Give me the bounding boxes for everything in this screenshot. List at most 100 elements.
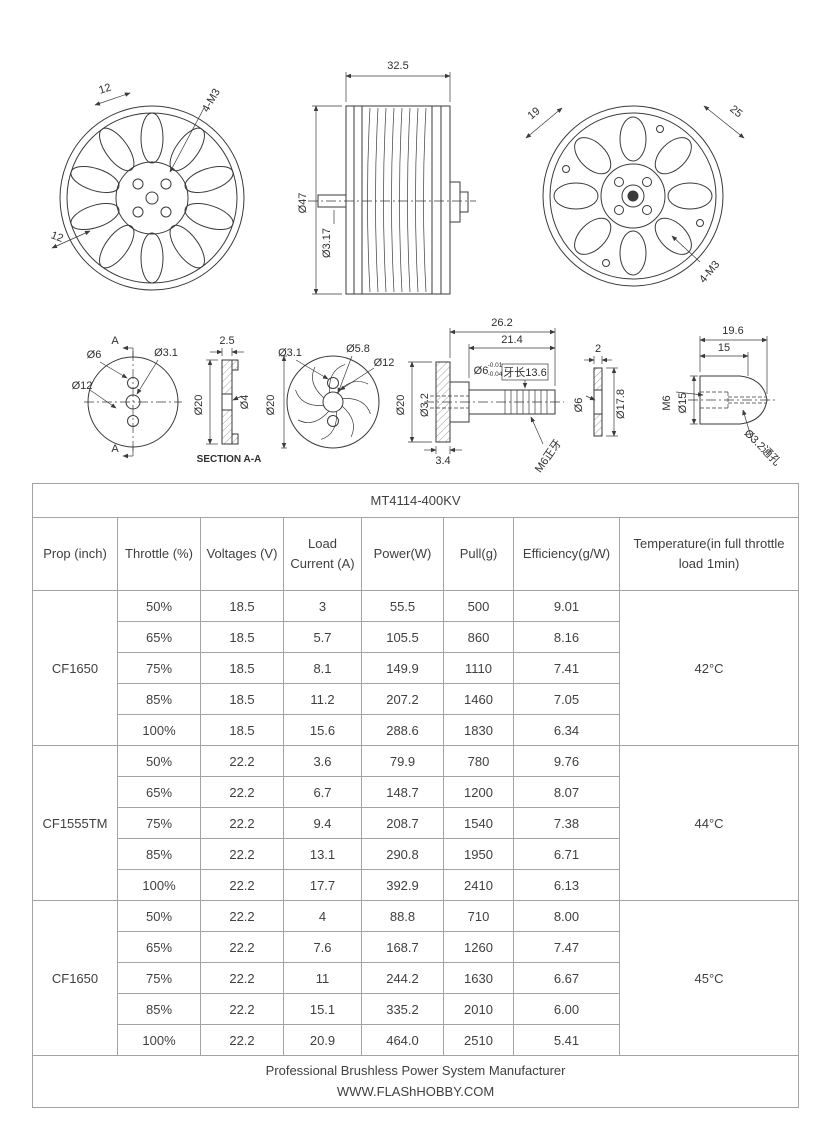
efficiency-cell: 7.05 xyxy=(513,683,620,715)
power-cell: 79.9 xyxy=(361,745,444,777)
efficiency-cell: 9.76 xyxy=(513,745,620,777)
power-cell: 464.0 xyxy=(361,1024,444,1056)
pull-cell: 780 xyxy=(443,745,514,777)
mount-dim-hole-b: Ø3.1 xyxy=(154,347,178,359)
prop-cell: CF1650 xyxy=(32,590,118,746)
power-cell: 335.2 xyxy=(361,993,444,1025)
voltage-cell: 22.2 xyxy=(200,745,284,777)
throttle-cell: 65% xyxy=(117,931,201,963)
power-cell: 149.9 xyxy=(361,652,444,684)
throttle-cell: 75% xyxy=(117,962,201,994)
current-cell: 13.1 xyxy=(283,838,362,870)
efficiency-cell: 9.01 xyxy=(513,590,620,622)
throttle-cell: 50% xyxy=(117,590,201,622)
washer-dim-thickness: 2 xyxy=(595,343,601,355)
side-dim-diameter: Ø47 xyxy=(297,193,309,214)
current-cell: 8.1 xyxy=(283,652,362,684)
pull-cell: 710 xyxy=(443,900,514,932)
adapter-bottom-view-drawing xyxy=(281,355,380,449)
table-footer: Professional Brushless Power System Manu… xyxy=(31,1055,800,1108)
shaft-tol-lower: -0.04 xyxy=(488,371,503,378)
temperature-cell: 44°C xyxy=(618,745,800,901)
shaft-dim-thread-length: 牙长13.6 xyxy=(503,366,546,379)
table-row: 65% 22.2 7.6 168.7 1260 7.47 xyxy=(33,931,799,963)
front-dim-pitch-top: 12 xyxy=(97,82,112,97)
power-cell: 290.8 xyxy=(361,838,444,870)
table-row: 75% 22.2 9.4 208.7 1540 7.38 xyxy=(33,807,799,839)
col-header-pull: Pull(g) xyxy=(443,517,514,591)
efficiency-cell: 6.67 xyxy=(513,962,620,994)
current-cell: 20.9 xyxy=(283,1024,362,1056)
power-cell: 288.6 xyxy=(361,714,444,746)
table-row: 75% 22.2 11 244.2 1630 6.67 xyxy=(33,962,799,994)
col-header-throttle: Throttle (%) xyxy=(117,517,201,591)
shaft-dim-flange: Ø20 xyxy=(395,395,407,416)
washer-dim-outer: Ø17.8 xyxy=(615,389,627,419)
side-view-drawing xyxy=(308,72,476,295)
throttle-cell: 50% xyxy=(117,745,201,777)
efficiency-cell: 8.00 xyxy=(513,900,620,932)
table-row: 65% 18.5 5.7 105.5 860 8.16 xyxy=(33,621,799,653)
nut-dim-total: 19.6 xyxy=(722,325,743,337)
current-cell: 5.7 xyxy=(283,621,362,653)
power-cell: 168.7 xyxy=(361,931,444,963)
shaft-dim-thread: M6正牙 xyxy=(533,438,564,475)
side-dim-shaft: Ø3.17 xyxy=(321,228,333,258)
current-cell: 17.7 xyxy=(283,869,362,901)
power-cell: 105.5 xyxy=(361,621,444,653)
current-cell: 15.1 xyxy=(283,993,362,1025)
voltage-cell: 22.2 xyxy=(200,900,284,932)
adapter-dim-hole-b: Ø5.8 xyxy=(346,343,370,355)
pull-cell: 1460 xyxy=(443,683,514,715)
power-cell: 208.7 xyxy=(361,807,444,839)
shaft-tol-upper: -0.01 xyxy=(488,362,503,369)
power-cell: 88.8 xyxy=(361,900,444,932)
prop-cell: CF1650 xyxy=(32,900,118,1056)
throttle-cell: 65% xyxy=(117,776,201,808)
col-header-prop: Prop (inch) xyxy=(32,517,118,591)
power-cell: 392.9 xyxy=(361,869,444,901)
col-header-voltage: Voltages (V) xyxy=(200,517,284,591)
shaft-dim-hole: Ø3.2 xyxy=(419,393,431,417)
throttle-cell: 85% xyxy=(117,683,201,715)
mount-dim-bolt-circle: Ø12 xyxy=(72,380,93,392)
voltage-cell: 22.2 xyxy=(200,993,284,1025)
efficiency-cell: 5.41 xyxy=(513,1024,620,1056)
back-dim-spacing-a: 19 xyxy=(526,105,543,122)
col-header-temperature: Temperature(in full throttle load 1min) xyxy=(618,517,800,591)
shaft-dim-flange-thickness: 3.4 xyxy=(435,455,450,467)
pull-cell: 1260 xyxy=(443,931,514,963)
section-dim-hole: Ø4 xyxy=(239,395,251,410)
throttle-cell: 100% xyxy=(117,1024,201,1056)
current-cell: 11 xyxy=(283,962,362,994)
nut-dim-hole: Ø3.2通孔 xyxy=(742,427,784,469)
table-row: 100% 22.2 17.7 392.9 2410 6.13 xyxy=(33,869,799,901)
table-row: 65% 22.2 6.7 148.7 1200 8.07 xyxy=(33,776,799,808)
prop-nut-view-drawing xyxy=(675,336,778,441)
prop-cell: CF1555TM xyxy=(32,745,118,901)
pull-cell: 1830 xyxy=(443,714,514,746)
pull-cell: 1540 xyxy=(443,807,514,839)
adapter-dim-outer: Ø20 xyxy=(265,395,277,416)
efficiency-cell: 8.16 xyxy=(513,621,620,653)
footer-manufacturer-text: Professional Brushless Power System Manu… xyxy=(265,1063,566,1079)
mount-section-view-drawing xyxy=(206,348,244,445)
col-header-current: Load Current (A) xyxy=(283,517,362,591)
col-header-power: Power(W) xyxy=(361,517,444,591)
current-cell: 4 xyxy=(283,900,362,932)
throttle-cell: 100% xyxy=(117,869,201,901)
section-letter-top: A xyxy=(111,335,119,347)
voltage-cell: 22.2 xyxy=(200,1024,284,1056)
table-row: 85% 22.2 13.1 290.8 1950 6.71 xyxy=(33,838,799,870)
shaft-dim-length: 21.4 xyxy=(501,334,522,346)
nut-dim-thread: M6 xyxy=(661,395,673,410)
pull-cell: 1200 xyxy=(443,776,514,808)
throttle-cell: 50% xyxy=(117,900,201,932)
throttle-cell: 75% xyxy=(117,652,201,684)
current-cell: 6.7 xyxy=(283,776,362,808)
current-cell: 3.6 xyxy=(283,745,362,777)
front-dim-screws: 4-M3 xyxy=(200,87,223,115)
voltage-cell: 18.5 xyxy=(200,714,284,746)
table-row: 100% 22.2 20.9 464.0 2510 5.41 xyxy=(33,1024,799,1056)
voltage-cell: 18.5 xyxy=(200,683,284,715)
